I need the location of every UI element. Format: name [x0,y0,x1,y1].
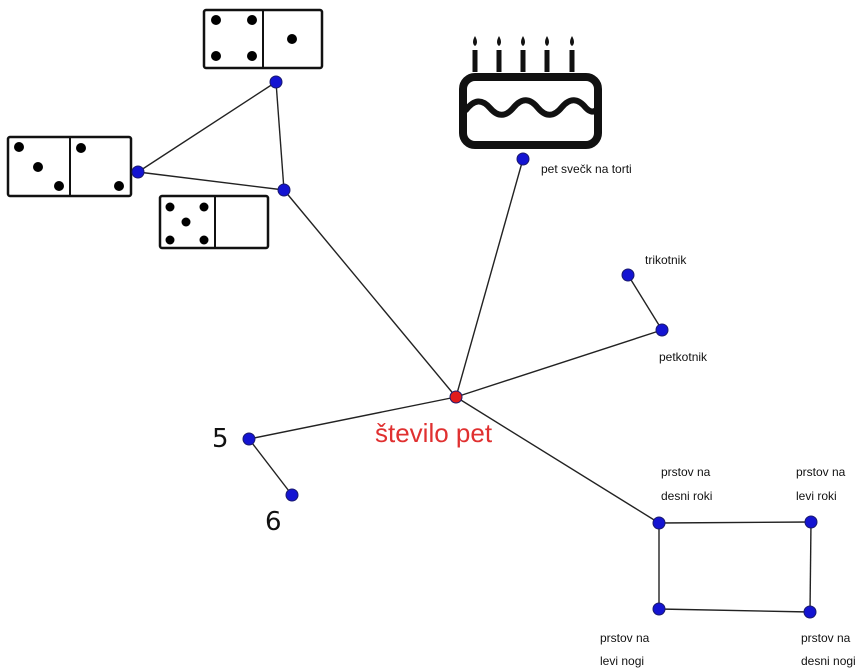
node-domino-left[interactable] [131,165,145,179]
node-right-hand[interactable] [652,516,666,530]
node-triangle[interactable] [621,268,635,282]
edge-center-five [248,396,457,440]
node-center[interactable] [449,390,463,404]
edge-center-right-hand [455,396,660,524]
label-pentagon: petkotnik [659,350,708,364]
node-right-foot[interactable] [803,605,817,619]
label-right-hand-line2: desni roki [661,489,712,503]
node-left-foot[interactable] [652,602,666,616]
node-left-hand[interactable] [804,515,818,529]
node-domino-top[interactable] [269,75,283,89]
birthday-cake-five-candles-icon [459,36,602,149]
domino-3-2-icon [6,135,133,198]
node-pentagon[interactable] [655,323,669,337]
domino-5-0-icon [158,194,270,250]
label-right-hand-line1: prstov na [661,465,711,479]
label-left-foot-line2: levi nogi [600,654,644,668]
node-cake[interactable] [516,152,530,166]
label-left-foot-line1: prstov na [600,631,650,645]
edge-right-foot-left-foot [658,608,811,613]
edge-center-pentagon [455,329,663,398]
edge-center-cake [455,158,524,398]
domino-4-1-icon [202,8,324,70]
edge-dominoes-top [275,81,285,191]
label-right-foot-line1: prstov na [801,631,851,645]
label-triangle: trikotnik [645,253,687,267]
edge-top-left [137,81,277,173]
edge-dominoes-left [137,171,285,191]
edge-right-hand-left-hand [658,521,812,524]
edge-center-dominoes [283,189,457,398]
label-right-foot-line2: desni nogi [801,654,856,668]
label-left-hand-line1: prstov na [796,465,846,479]
nodes [131,75,818,619]
edges [137,81,812,613]
center-label: število pet [375,418,493,448]
edge-left-hand-right-foot [809,521,812,613]
candles [472,36,575,72]
node-dominoes[interactable] [277,183,291,197]
node-five[interactable] [242,432,256,446]
edge-pentagon-triangle [627,274,663,331]
node-six[interactable] [285,488,299,502]
labels: število pet 5 6 pet svečk na torti triko… [212,162,856,668]
label-six: 6 [265,507,282,537]
edge-five-six [248,438,293,496]
label-five: 5 [212,424,229,454]
label-left-hand-line2: levi roki [796,489,837,503]
label-candles: pet svečk na torti [541,162,632,176]
